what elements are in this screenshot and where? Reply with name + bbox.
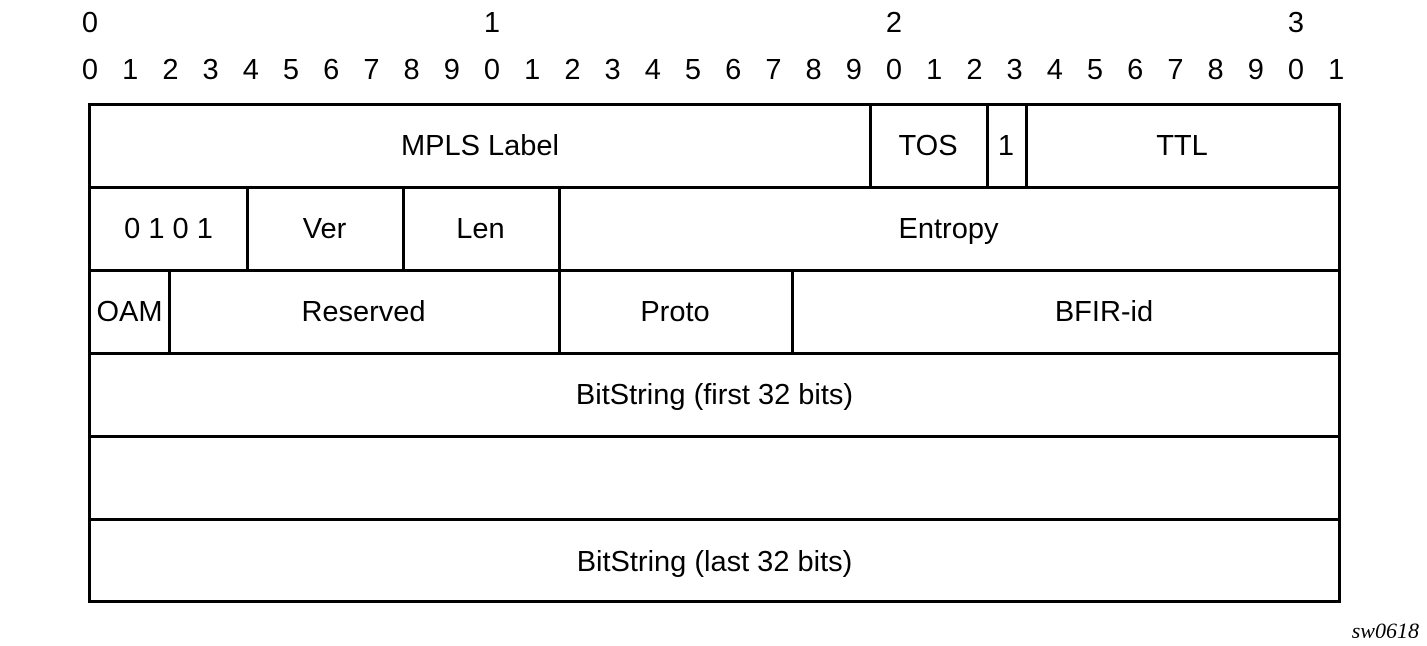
header-field: TOS [870, 106, 989, 186]
ruler-unit-label: 4 [242, 54, 259, 86]
header-field: Proto [559, 272, 794, 352]
ruler-unit-label: 1 [1328, 54, 1345, 86]
header-field: TTL [1156, 129, 1208, 162]
ruler-unit-label: 3 [202, 54, 219, 86]
ruler-unit-label: 1 [926, 54, 943, 86]
header-field: Reserved [169, 272, 561, 352]
ruler-unit-label: 1 [122, 54, 139, 86]
ruler-unit-label: 5 [282, 54, 300, 86]
header-field: Entropy [898, 212, 999, 245]
ruler-unit-label: 2 [162, 54, 179, 86]
header-field: MPLS Label [91, 106, 872, 186]
ruler-unit-label: 4 [644, 54, 661, 86]
header-field: BitString (last 32 bits) [576, 546, 853, 578]
ruler-unit-label: 2 [966, 54, 983, 86]
header-field: OAM [91, 272, 171, 352]
header-row [91, 438, 1338, 521]
ruler-unit-label: 8 [403, 54, 420, 86]
ruler-unit-label: 7 [363, 54, 380, 86]
header-field: 0 1 0 1 [91, 189, 249, 269]
ruler-unit-label: 6 [323, 54, 340, 86]
ruler-unit-label: 0 [81, 54, 99, 86]
ruler-unit-label: 6 [1127, 54, 1144, 86]
ruler-unit-label: 4 [1046, 54, 1063, 86]
ruler-tens-label: 1 [483, 7, 501, 39]
ruler-tens-label: 2 [885, 7, 903, 39]
header-field: BitString (first 32 bits) [575, 378, 854, 411]
ruler-unit-label: 7 [1167, 54, 1184, 86]
ruler-unit-label: 0 [1287, 54, 1305, 86]
ruler-unit-label: 2 [564, 54, 581, 86]
header-field [91, 438, 1338, 518]
figure-id: sw0618 [1351, 618, 1419, 643]
ruler-unit-label: 5 [684, 54, 702, 86]
ruler-unit-label: 5 [1086, 54, 1104, 86]
ruler-unit-label: 0 [885, 54, 903, 86]
ruler-tens-label: 0 [81, 7, 99, 39]
ruler-unit-label: 8 [1207, 54, 1224, 86]
ruler-unit-label: 3 [604, 54, 621, 86]
header-row: BitString (first 32 bits) [91, 355, 1338, 438]
ruler-unit-label: 7 [765, 54, 782, 86]
ruler-unit-label: 8 [805, 54, 822, 86]
ruler-unit-label: 3 [1006, 54, 1023, 86]
ruler-unit-label: 6 [725, 54, 742, 86]
ruler-tens-label: 3 [1287, 7, 1305, 39]
header-field: Ver [247, 189, 405, 269]
header-field: BFIR-id [1054, 295, 1154, 328]
ruler-unit-label: 0 [483, 54, 501, 86]
ruler-unit-label: 9 [443, 54, 460, 86]
ruler-unit-label: 9 [1247, 54, 1264, 86]
header-field: Len [403, 189, 561, 269]
ruler-unit-label: 1 [524, 54, 541, 86]
header-row: BitString (last 32 bits) [91, 521, 1338, 604]
ruler-unit-label: 9 [845, 54, 862, 86]
header-field: 1 [987, 106, 1028, 186]
